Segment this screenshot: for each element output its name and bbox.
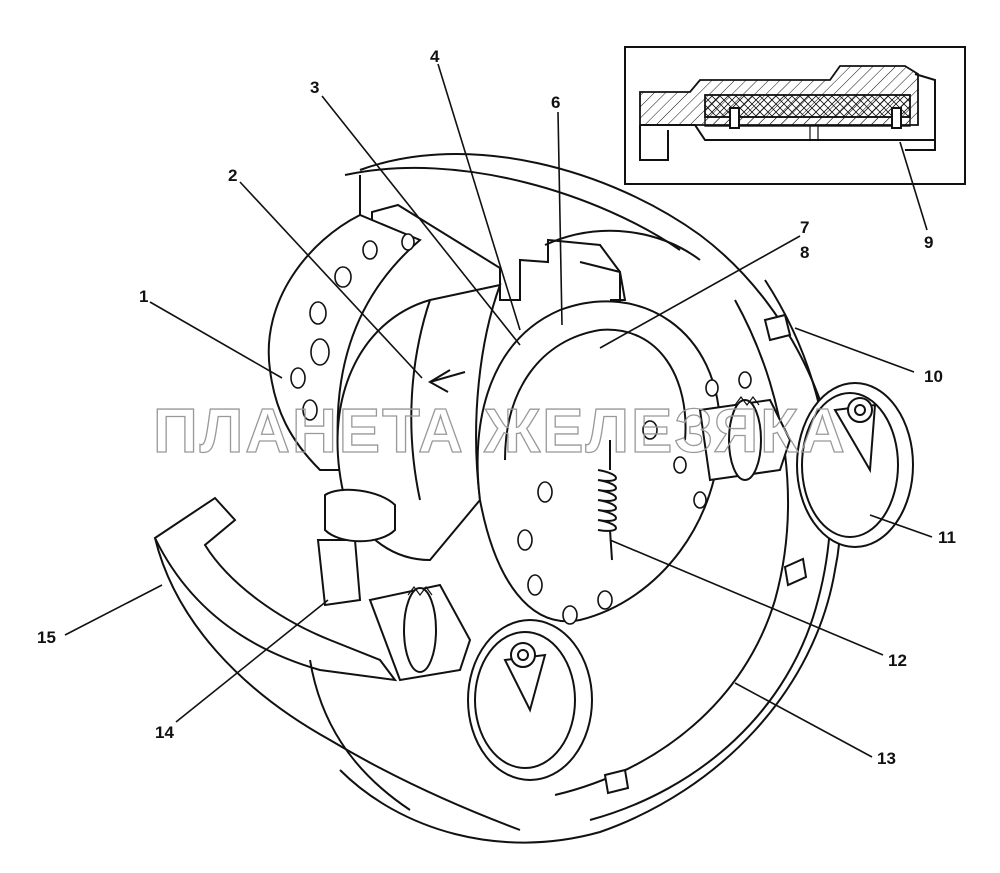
callout-15: 15 [37, 628, 56, 647]
callout-12: 12 [888, 651, 907, 670]
callout-6: 6 [551, 93, 560, 112]
callout-3: 3 [310, 78, 319, 97]
callout-labels: 1 2 3 4 6 7 8 9 10 11 12 13 14 15 [37, 47, 956, 768]
brake-shoe [336, 283, 502, 562]
anchor-pin [316, 539, 362, 607]
brake-assembly [153, 153, 914, 844]
callout-9: 9 [924, 233, 933, 252]
return-spring [597, 440, 617, 561]
watermark: ПЛАНЕТА ЖЕЛЕЗЯКА [153, 397, 847, 466]
callout-7: 7 [800, 218, 809, 237]
callout-14: 14 [155, 723, 174, 742]
brake-chamber-upper [698, 382, 914, 548]
callout-10: 10 [924, 367, 943, 386]
callout-11: 11 [938, 528, 956, 547]
drum-lower-section [153, 496, 398, 682]
callout-8: 8 [800, 243, 809, 262]
callout-4: 4 [430, 47, 440, 66]
leader-lines [64, 63, 933, 758]
callout-1: 1 [139, 287, 148, 306]
inset-detail [624, 46, 966, 185]
callout-2: 2 [228, 166, 237, 185]
brake-chamber-lower [368, 583, 593, 781]
brake-drum-outline [339, 153, 842, 844]
callout-13: 13 [877, 749, 896, 768]
